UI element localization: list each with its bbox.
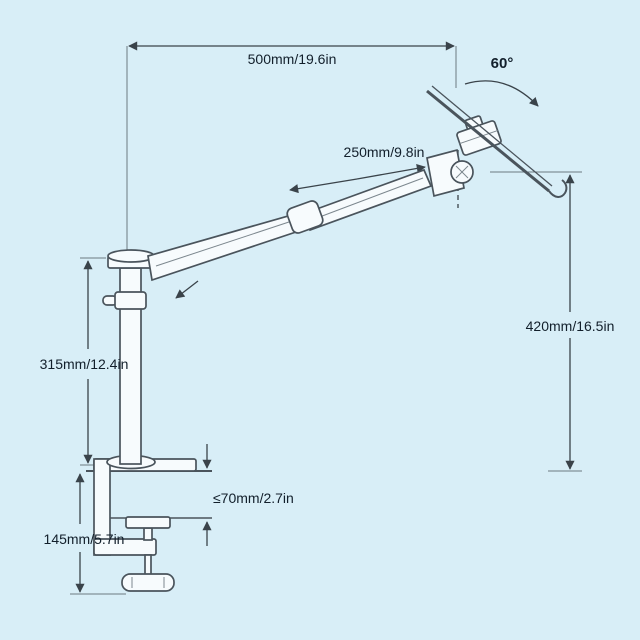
bracket-back-rail	[431, 85, 553, 187]
dimension-tilt-angle	[464, 80, 539, 107]
right-height-label: 420mm/16.5in	[526, 318, 615, 334]
lower-arm	[147, 210, 310, 282]
dim-arrow-left	[289, 178, 358, 194]
clamp-screw-rod	[144, 554, 152, 576]
extension-lines	[70, 46, 582, 595]
lower-arm-body	[147, 210, 310, 282]
elbow-joint	[286, 200, 324, 234]
mount-plate-detail-line	[459, 130, 498, 145]
mount-clamp-plate	[456, 115, 502, 156]
clamp-pad	[125, 516, 171, 529]
clamp-opening-label: ≤70mm/2.7in	[213, 490, 294, 506]
dimension-arm-length	[289, 163, 426, 194]
pole-height-label: 315mm/12.4in	[40, 356, 129, 372]
dim-arrow-right	[356, 163, 426, 180]
lower-arm-detail-line	[155, 218, 299, 267]
clamp-pad-stem	[143, 527, 153, 541]
bracket-main-rail	[426, 89, 550, 193]
screw-cross-line	[455, 165, 469, 179]
swivel-motion-arrow	[175, 280, 199, 299]
monitor-arm-assembly	[86, 85, 568, 592]
pole-collar	[114, 291, 147, 310]
desk-clamp	[86, 458, 212, 592]
bracket-bottom-hook	[548, 179, 568, 198]
display-bracket	[426, 85, 568, 198]
arm-length-label: 250mm/9.8in	[344, 144, 425, 160]
top-width-label: 500mm/19.6in	[248, 51, 337, 67]
pole-cap-top	[107, 249, 155, 263]
tilt-angle-label: 60°	[491, 55, 514, 72]
clamp-height-label: 145mm/5.7in	[44, 531, 125, 547]
clamp-bottom-bar	[93, 538, 157, 556]
mount-head	[426, 115, 502, 198]
mount-bracket	[426, 148, 465, 198]
upper-arm-detail-line	[308, 177, 424, 222]
pole	[102, 249, 156, 470]
elbow-joint-block	[286, 200, 324, 234]
mount-plate-body	[456, 120, 502, 156]
angle-arc	[464, 80, 539, 107]
clamp-knob	[121, 573, 175, 592]
dimension-labels: 500mm/19.6in 60° 250mm/9.8in 420mm/16.5i…	[40, 51, 615, 547]
